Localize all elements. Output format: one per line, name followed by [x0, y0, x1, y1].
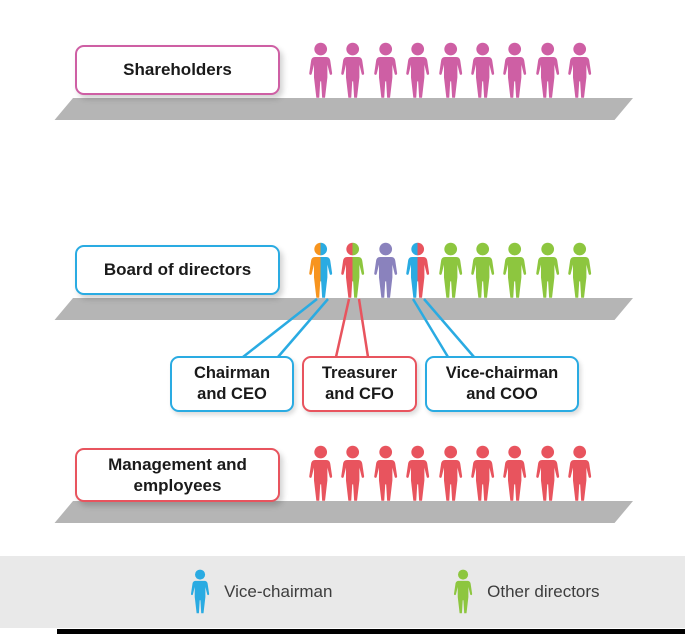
person-icon	[406, 42, 430, 98]
person-icon	[406, 445, 430, 501]
board-of-directors-label: Board of directors	[75, 245, 280, 295]
person-icon	[535, 242, 559, 298]
legend-item-vice-chairman: Vice-chairman	[190, 569, 332, 615]
callout-chairman-ceo: Chairman and CEO	[170, 356, 294, 412]
bottom-rule	[57, 629, 685, 634]
person-icon	[503, 42, 527, 98]
management-employees-label: Management and employees	[75, 448, 280, 502]
board-of-directors-icons	[308, 242, 592, 300]
person-icon	[471, 242, 495, 298]
person-icon	[535, 42, 559, 98]
person-icon	[190, 569, 210, 614]
legend-label-vice-chairman: Vice-chairman	[224, 582, 333, 601]
person-icon	[373, 242, 397, 298]
person-icon	[535, 445, 559, 501]
legend-item-other-directors: Other directors	[453, 569, 600, 615]
person-icon	[373, 42, 397, 98]
person-icon	[309, 42, 333, 98]
person-icon	[309, 445, 333, 501]
person-icon	[568, 42, 592, 98]
person-icon	[503, 445, 527, 501]
person-icon	[373, 445, 397, 501]
shareholders-icons	[308, 42, 592, 100]
management-employees-icons	[308, 445, 592, 503]
person-icon	[471, 42, 495, 98]
person-icon	[568, 445, 592, 501]
person-icon	[406, 242, 430, 298]
person-icon	[309, 242, 333, 298]
person-icon	[471, 445, 495, 501]
legend-band: Vice-chairman Other directors	[0, 556, 685, 628]
callout-treasurer-cfo: Treasurer and CFO	[302, 356, 417, 412]
shareholders-platform	[54, 98, 634, 120]
person-icon	[503, 242, 527, 298]
person-icon	[438, 242, 462, 298]
person-icon	[341, 445, 365, 501]
person-icon	[341, 242, 365, 298]
person-icon	[341, 42, 365, 98]
legend-label-other-directors: Other directors	[487, 582, 600, 601]
person-icon	[568, 242, 592, 298]
person-icon	[453, 569, 473, 614]
callout-vice-chairman-coo: Vice-chairman and COO	[425, 356, 579, 412]
board-platform	[54, 298, 634, 320]
person-icon	[438, 42, 462, 98]
shareholders-label: Shareholders	[75, 45, 280, 95]
management-platform	[54, 501, 634, 523]
person-icon	[438, 445, 462, 501]
